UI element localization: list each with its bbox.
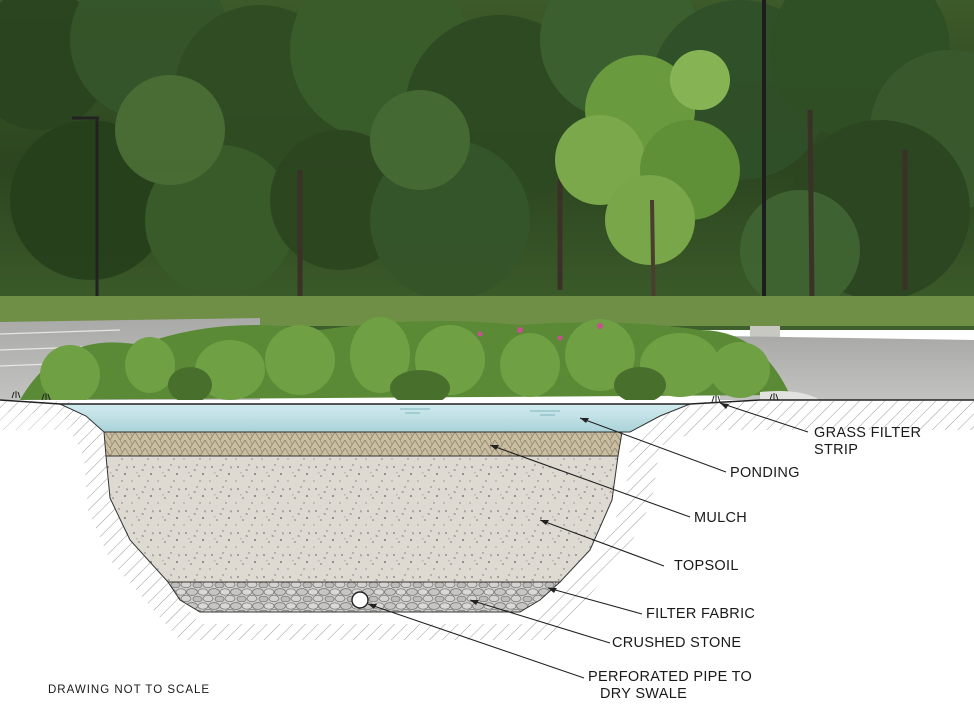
leader-lines xyxy=(367,402,809,679)
ponding-layer xyxy=(59,403,691,433)
label-filter-fabric: FILTER FABRIC xyxy=(646,606,756,622)
label-topsoil: TOPSOIL xyxy=(674,558,739,574)
label-perforated-pipe: PERFORATED PIPE TO DRY SWALE xyxy=(588,669,753,702)
label-grass-filter-strip: GRASS FILTER STRIP xyxy=(814,425,922,458)
grass-tuft-icon xyxy=(11,391,779,403)
label-ponding: PONDING xyxy=(730,465,800,481)
forest-canopy xyxy=(0,0,974,310)
tree-trunks xyxy=(297,109,908,301)
note-not-to-scale: DRAWING NOT TO SCALE xyxy=(48,684,211,696)
cross-section xyxy=(0,391,974,722)
tree-icon xyxy=(555,50,740,331)
label-crushed-stone: CRUSHED STONE xyxy=(612,635,742,651)
photo-background xyxy=(0,0,974,406)
label-mulch: MULCH xyxy=(694,510,748,526)
planting-bed xyxy=(20,317,790,406)
topsoil-layer xyxy=(105,455,619,583)
leader-arrowheads xyxy=(368,403,729,609)
pipe-icon xyxy=(351,591,369,609)
curb xyxy=(760,391,820,402)
mulch-layer xyxy=(103,431,623,457)
